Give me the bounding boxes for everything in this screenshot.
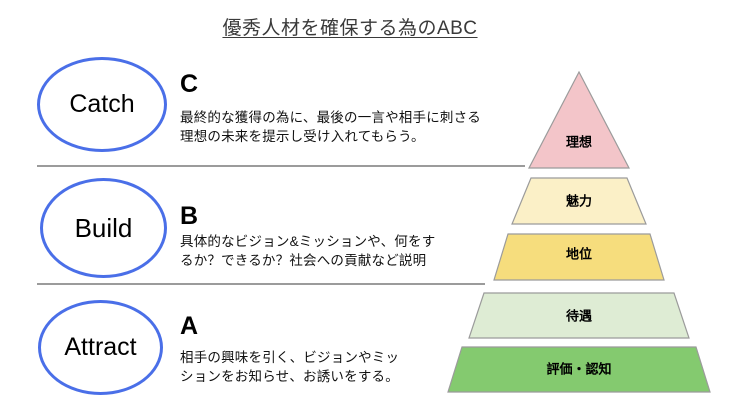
pyramid-level-status <box>493 233 665 281</box>
catch-circle: Catch <box>37 57 167 152</box>
letter-c: C <box>180 70 199 98</box>
attract-description: 相手の興味を引く、ビジョンやミッ ションをお知らせ、お誘いをする。 <box>180 350 400 384</box>
pyramid-level-charm-label: 魅力 <box>566 194 592 209</box>
pyramid-level-status-label: 地位 <box>566 247 592 262</box>
pyramid-level-ideal <box>528 70 630 169</box>
catch-description: 最終的な獲得の為に、最後の一言や相手に刺さる 理想の未来を提示し受け入れてもらう… <box>180 110 481 144</box>
section-divider-bottom <box>37 283 485 285</box>
attract-circle: Attract <box>38 300 163 395</box>
pyramid-level-recognition <box>447 346 711 393</box>
pyramid-level-ideal-label: 理想 <box>566 135 592 150</box>
pyramid-level-treatment-label: 待遇 <box>565 309 592 324</box>
attract-circle-label: Attract <box>64 333 137 361</box>
build-circle-label: Build <box>74 212 133 243</box>
page-title: 優秀人材を確保する為のABC <box>222 18 478 39</box>
pyramid-level-charm <box>511 177 647 225</box>
section-divider-top <box>37 165 525 167</box>
catch-circle-label: Catch <box>69 90 135 118</box>
pyramid-level-treatment <box>468 292 690 339</box>
build-description: 具体的なビジョン&ミッションや、何をす るか？できるか？社会への貢献など説明 <box>180 234 436 268</box>
build-circle: Build <box>40 178 167 278</box>
pyramid-level-recognition-label: 評価・認知 <box>546 362 611 377</box>
pyramid-diagram: 理想 魅力 地位 待遇 評価・認知 <box>447 70 711 393</box>
letter-a: A <box>180 312 199 340</box>
letter-b: B <box>180 202 199 230</box>
